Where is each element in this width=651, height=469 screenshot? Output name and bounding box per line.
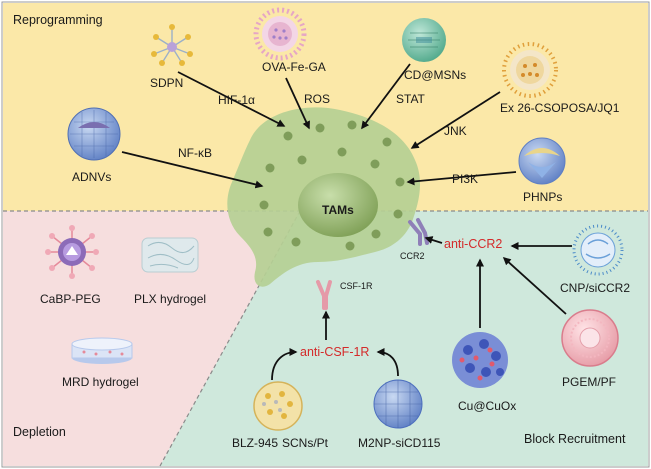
depletion-region [3,211,300,466]
reprogramming-region [3,3,648,211]
phnps-particle-icon [518,137,566,185]
mrd-hydrogel-label: MRD hydrogel [62,375,139,389]
plx-hydrogel-icon [141,237,199,273]
anti-ccr2-label: anti-CCR2 [444,237,502,251]
section-title-block-recruitment: Block Recruitment [524,432,626,446]
arrow-sdpn [177,71,286,127]
ova-fe-ga-label: OVA-Fe-GA [262,60,326,74]
cd-msns-label: CD@MSNs [404,68,466,82]
phnps-label: PHNPs [523,190,562,204]
m2np-label: M2NP-siCD115 [358,436,441,450]
adnvs-label: ADNVs [72,170,111,184]
scns-pt-label: SCNs/Pt [282,436,329,450]
pathway-ros: ROS [304,92,330,106]
arrow-scns-pt [271,348,298,381]
arrow-phnps [406,171,517,186]
cabp-peg-label: CaBP-PEG [40,292,101,306]
arrow-pgem-pf [502,256,567,315]
sdpn-particle-icon [151,24,193,66]
ex26-csoposa-jq1-particle-icon [502,42,558,98]
ccr2-label: CCR2 [400,251,425,261]
arrow-cd-msns [361,63,411,130]
section-title-reprogramming: Reprogramming [13,13,103,27]
pathway-jnk: JNK [444,124,467,138]
cell-granules [259,120,405,251]
pathway-pi3k: PI3K [452,172,478,186]
arrow-ex26 [410,91,501,149]
tam-cell: TAMs [227,107,421,287]
plx-hydrogel-label: PLX hydrogel [134,292,206,306]
pathway-hif1a: HIF-1α [218,93,255,107]
mrd-hydrogel-icon [71,337,133,364]
cu-cuox-particle-icon [452,332,508,388]
adnvs-particle-icon [67,107,121,161]
scns-pt-particle-icon [253,381,303,431]
tams-label: TAMs [322,203,354,217]
nucleus [298,173,378,237]
m2np-siccd115-particle-icon [373,379,423,429]
arrow-anti-ccr2-to-receptor [424,236,443,244]
cnp-siccr2-particle-icon [572,224,624,276]
pathway-stat: STAT [396,92,426,106]
cu-cuox-label: Cu@CuOx [458,399,516,413]
pathway-nfkb: NF-κB [178,146,212,160]
cabp-peg-particle-icon [45,225,99,279]
cnp-siccr2-label: CNP/siCCR2 [560,281,630,295]
section-title-depletion: Depletion [13,425,66,439]
ccr2-receptor [408,218,429,246]
sdpn-label: SDPN [150,76,183,90]
anti-csf1r-label: anti-CSF-1R [300,345,369,359]
cd-msns-particle-icon [402,18,446,62]
pgem-pf-particle-icon [561,309,619,367]
csf1r-label: CSF-1R [340,281,373,291]
csf1r-receptor [316,280,332,310]
ova-fe-ga-particle-icon [253,7,307,61]
arrow-adnvs [121,151,264,189]
ex26-label: Ex 26-CSOPOSA/JQ1 [500,101,620,115]
blz945-label: BLZ-945 [232,436,278,450]
arrow-ova-fe-ga [285,77,310,130]
arrow-m2np [376,348,399,377]
pgem-pf-label: PGEM/PF [562,375,616,389]
